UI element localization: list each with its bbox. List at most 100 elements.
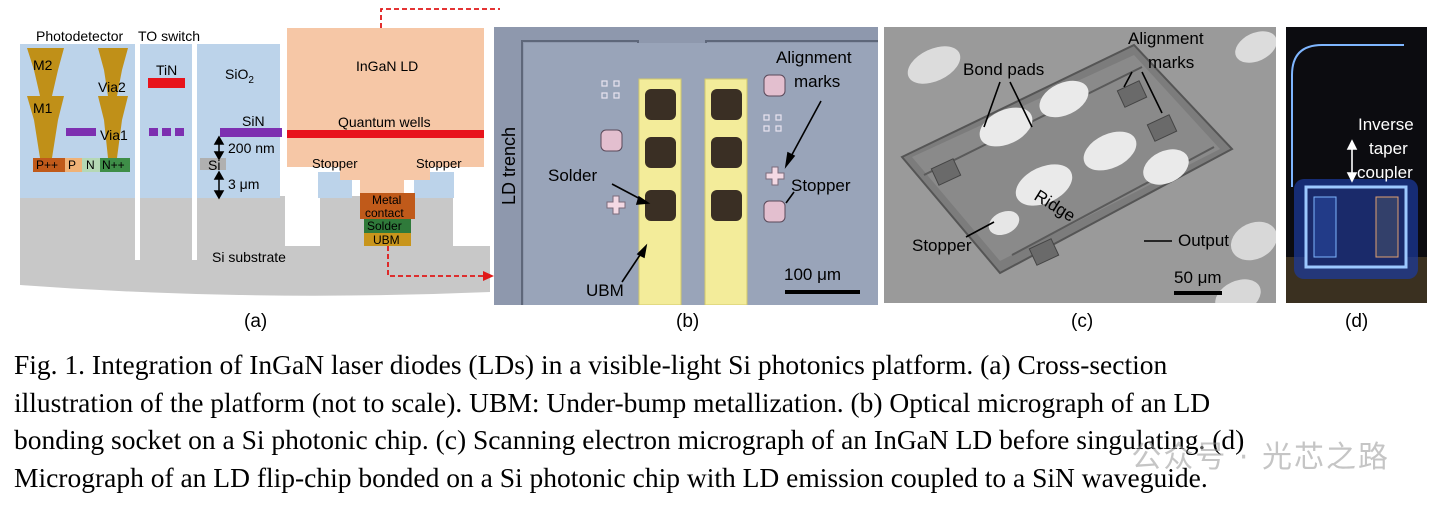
trench-ld-left (285, 196, 320, 246)
bg-pad (907, 46, 961, 84)
label-3um: 3 μm (228, 176, 260, 192)
pn-n (82, 158, 100, 172)
ubm-layer (364, 233, 411, 246)
label-stopper-right: Stopper (416, 156, 462, 171)
oxide-sio2 (197, 44, 280, 198)
cross-section-diagram (20, 8, 500, 296)
metal-m1-left (27, 96, 64, 158)
label-c-scale: 50 μm (1174, 268, 1222, 287)
to-sin-1 (149, 128, 158, 136)
stopper-pad (763, 74, 786, 97)
pn-ppp (33, 158, 65, 172)
metal-m2-right (98, 48, 128, 96)
label-via1: Via1 (100, 127, 128, 143)
label-si-substrate: Si substrate (212, 249, 286, 265)
to-sin-2 (162, 128, 171, 136)
bond-pad (1143, 149, 1189, 185)
caption-line: bonding socket on a Si photonic chip. (c… (14, 424, 1245, 455)
caption-line: Fig. 1. Integration of InGaN laser diode… (14, 349, 1168, 380)
label-b-scale: 100 μm (784, 265, 842, 284)
label-c-stopper: Stopper (912, 236, 972, 255)
label-ingan-ld: InGaN LD (356, 58, 419, 74)
via1-bar (66, 128, 96, 136)
dim-arrow-200nm (213, 135, 225, 161)
panel-letter-a: (a) (244, 311, 268, 332)
link-arrow-top (380, 8, 500, 28)
si-layer (200, 158, 226, 170)
metal-m2-left (27, 48, 64, 96)
metal-contact (360, 193, 415, 219)
solder-layer (364, 219, 411, 233)
label-c-output: Output (1178, 231, 1230, 250)
oxide-to-switch (140, 44, 192, 198)
bg-pad (1230, 221, 1276, 261)
trench-1 (135, 44, 140, 260)
label-b-stopper: Stopper (791, 176, 851, 195)
label-ppp: P++ (36, 158, 59, 172)
solder-bump (711, 89, 742, 120)
panel-letter-c: (c) (1071, 311, 1094, 332)
bond-pad (988, 210, 1020, 236)
stopper-pad (763, 200, 786, 223)
label-stopper-left: Stopper (312, 156, 358, 171)
link-arrow-bottom (387, 246, 486, 277)
pointer-arrows-b (611, 100, 822, 283)
quantum-wells (287, 130, 484, 138)
bond-pad (979, 107, 1033, 147)
coupler-arrow (1346, 139, 1358, 183)
label-solder: Solder (367, 219, 402, 233)
alignment-mark (1028, 238, 1060, 266)
label-sio2-sub: 2 (248, 74, 254, 86)
label-b-marks: marks (794, 72, 841, 91)
bond-pad (1083, 131, 1137, 171)
emission-micrograph (1286, 27, 1427, 303)
label-c-bond-pads: Bond pads (963, 60, 1045, 79)
alignment-mark (1146, 114, 1178, 142)
watermark: 公众号 · 光芯之路 (1131, 440, 1390, 475)
solder-bump (645, 137, 676, 168)
label-via2: Via2 (98, 79, 126, 95)
ld-trench-fill (524, 43, 878, 305)
label-c-alignment: Alignment (1128, 29, 1204, 48)
label-b-solder: Solder (548, 166, 598, 185)
metal-m1-right (98, 96, 128, 158)
stopper-pad (600, 129, 623, 152)
label-npp: N++ (102, 158, 125, 172)
label-m1: M1 (33, 100, 53, 116)
solder-bump (645, 190, 676, 221)
solder-bump (711, 190, 742, 221)
alignment-dots-left (601, 80, 620, 99)
trench-ld-right (453, 196, 490, 246)
ld-pads-left (1313, 196, 1337, 258)
label-sio2-text: SiO (225, 66, 249, 82)
pointer-arrows-c (965, 71, 1172, 242)
cross-mark (765, 166, 785, 186)
trench-2 (192, 44, 197, 260)
caption-line: illustration of the platform (not to sca… (14, 386, 1211, 418)
label-b-ubm: UBM (586, 281, 624, 300)
label-si: Si (208, 157, 221, 173)
sin-waveguide-glow (1291, 44, 1404, 187)
label-photodetector: Photodetector (36, 28, 124, 44)
label-sin: SiN (242, 113, 265, 129)
label-d-taper: taper (1369, 139, 1408, 158)
solder-bump (645, 89, 676, 120)
bond-pad (1039, 80, 1089, 118)
pn-npp (100, 158, 130, 172)
alignment-dots-right (763, 114, 782, 132)
sin-waveguide (220, 128, 282, 137)
sem-micrograph (884, 27, 1276, 303)
optical-micrograph (494, 27, 878, 305)
tin-heater (148, 78, 185, 88)
alignment-mark (1116, 80, 1148, 108)
label-metal: Metal (372, 193, 402, 207)
label-c-marks: marks (1148, 53, 1195, 72)
label-contact: contact (365, 206, 404, 220)
label-n: N (86, 158, 95, 172)
label-quantum-wells: Quantum wells (338, 114, 431, 130)
label-p: P (68, 158, 77, 172)
label-sio2: SiO2 (225, 66, 254, 86)
bg-pad (1215, 279, 1261, 303)
link-arrowhead-bottom (483, 271, 494, 281)
panel-letter-b: (b) (676, 311, 700, 332)
